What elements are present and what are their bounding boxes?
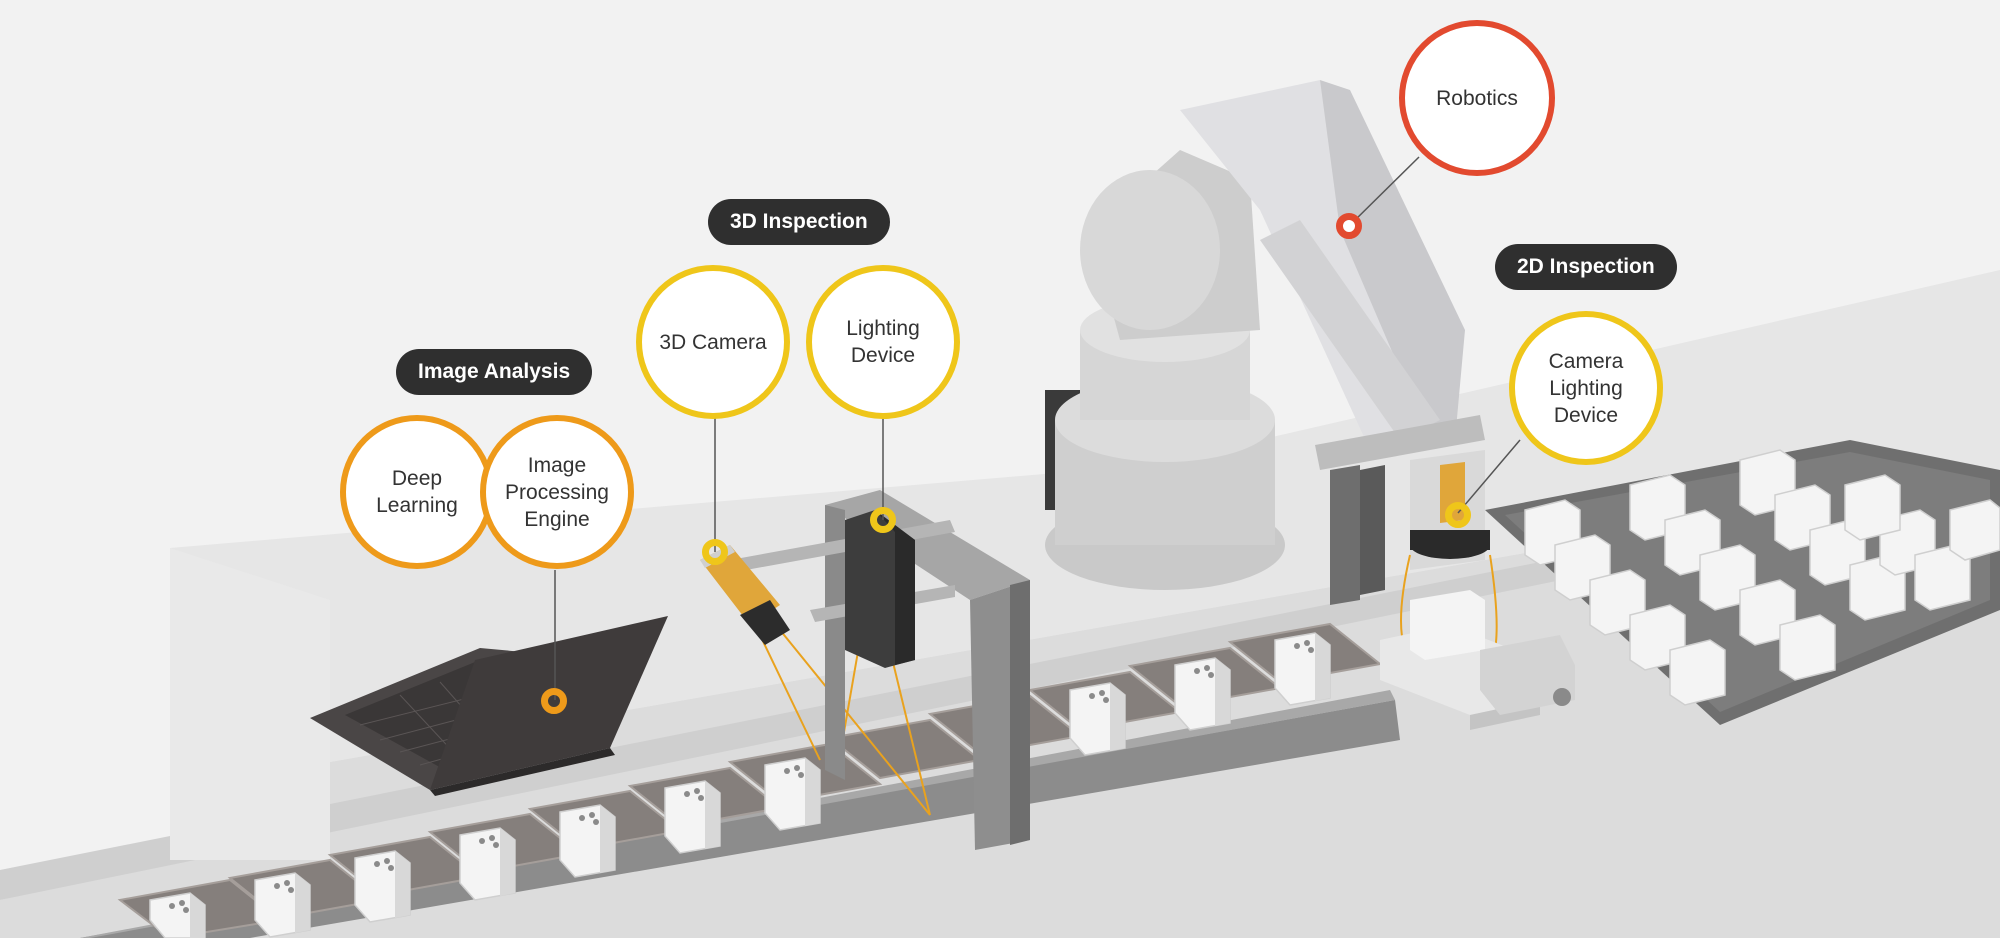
3d-camera-text: 3D Camera — [659, 330, 767, 354]
2d-inspection-station — [1380, 590, 1575, 730]
robot-arm — [1045, 80, 1490, 605]
robotics-text: Robotics — [1436, 86, 1518, 110]
image-processing-engine-bubble: Image Processing Engine — [480, 415, 634, 569]
deep-learning-bubble: Deep Learning — [340, 415, 494, 569]
lighting-device-hotspot-icon[interactable] — [870, 507, 896, 533]
robotics-hotspot-icon[interactable] — [1336, 213, 1362, 239]
robotics-bubble: Robotics — [1399, 20, 1555, 176]
3d-camera-bubble: 3D Camera — [636, 265, 790, 419]
2d-inspection-label: 2D Inspection — [1495, 244, 1677, 290]
tray-parts — [1524, 449, 2000, 706]
leader-lines — [554, 156, 1521, 700]
image-analysis-label: Image Analysis — [396, 349, 593, 395]
3d-camera-hotspot-icon[interactable] — [702, 539, 728, 565]
image-processing-engine-text: Image Processing Engine — [505, 453, 609, 531]
camera-lighting-device-bubble: Camera Lighting Device — [1509, 311, 1663, 465]
camera-lighting-device-text: Camera Lighting Device — [1548, 349, 1624, 427]
image-processing-hotspot-icon[interactable] — [541, 688, 567, 714]
camera-lighting-hotspot-icon[interactable] — [1445, 502, 1471, 528]
lighting-device-bubble: Lighting Device — [806, 265, 960, 419]
3d-inspection-label: 3D Inspection — [708, 199, 890, 245]
lighting-device-text: Lighting Device — [846, 317, 920, 367]
conveyor-parts — [149, 632, 1331, 938]
deep-learning-text: Deep Learning — [376, 467, 458, 517]
